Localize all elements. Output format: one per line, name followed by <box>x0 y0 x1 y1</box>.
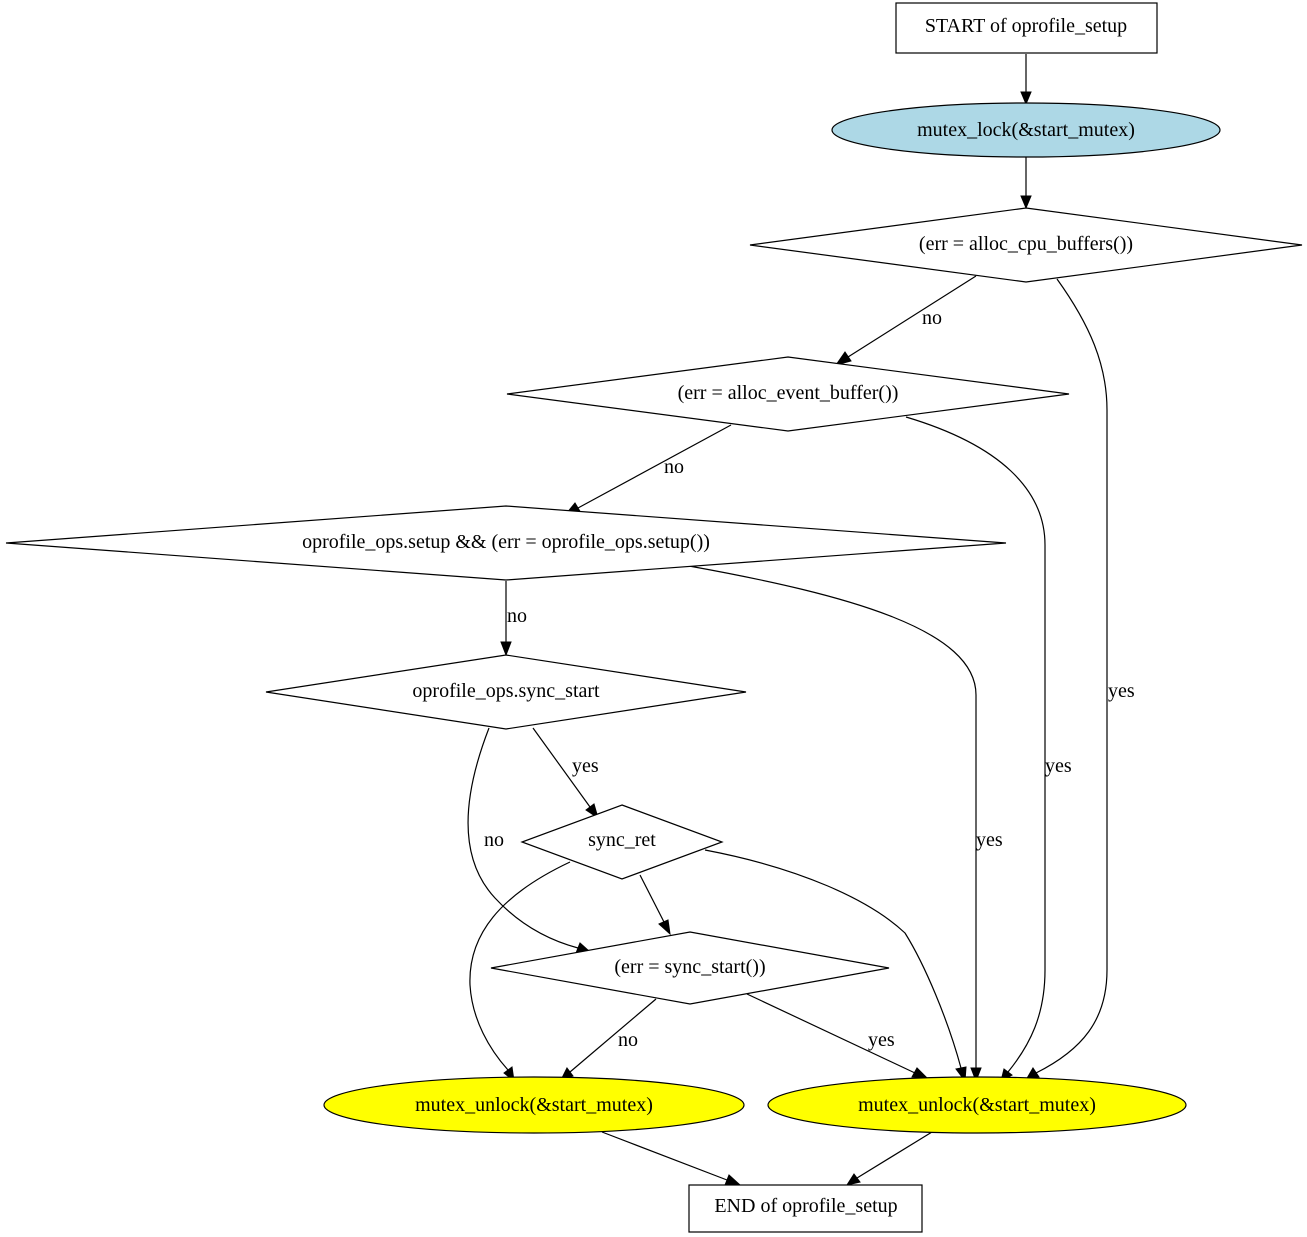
event-buffer-diamond <box>506 356 1070 432</box>
cpu-buffers-diamond <box>749 207 1303 283</box>
ops-setup-label: oprofile_ops.setup && (err = oprofile_op… <box>302 531 710 553</box>
sync-start-check-label: oprofile_ops.sync_start <box>412 680 600 702</box>
edge-unlockR-end <box>845 1131 933 1186</box>
edge-label-errsync-unlockR: yes <box>868 1029 895 1051</box>
edge-event-unlockR: yes <box>905 416 1072 1082</box>
edge-ops-unlockR: yes <box>688 565 1003 1083</box>
edge-start-lock <box>1020 54 1032 106</box>
node-event-buffer: (err = alloc_event_buffer()) <box>506 356 1070 432</box>
start-label: START of oprofile_setup <box>925 15 1127 37</box>
edge-ops-sync: no <box>500 581 527 657</box>
edge-label-ops-unlockR: yes <box>976 829 1003 851</box>
edge-label-sync-errsync: no <box>484 829 504 851</box>
err-sync-label: (err = sync_start()) <box>614 956 765 978</box>
ops-setup-diamond <box>5 505 1007 581</box>
node-err-sync: (err = sync_start()) <box>490 931 890 1005</box>
edge-unlockL-end <box>601 1131 742 1186</box>
edge-syncret-errsync <box>639 874 671 936</box>
edge-sync-syncret: yes <box>532 727 599 820</box>
edges: no yes no yes no yes <box>467 54 1135 1186</box>
edge-errsync-unlockL: no <box>560 998 657 1081</box>
edge-label-ops-sync: no <box>507 605 527 627</box>
node-sync-start-check: oprofile_ops.sync_start <box>265 654 747 730</box>
edge-event-ops: no <box>564 424 732 515</box>
node-ops-setup: oprofile_ops.setup && (err = oprofile_op… <box>5 505 1007 581</box>
node-end: END of oprofile_setup <box>688 1184 923 1233</box>
start-box <box>895 2 1158 54</box>
err-sync-diamond <box>490 931 890 1005</box>
nodes: START of oprofile_setup mutex_lock(&star… <box>5 2 1303 1233</box>
cpu-buffers-label: (err = alloc_cpu_buffers()) <box>919 233 1133 255</box>
node-start: START of oprofile_setup <box>895 2 1158 54</box>
lock-ellipse <box>831 102 1221 158</box>
lock-label: mutex_lock(&start_mutex) <box>917 119 1135 141</box>
event-buffer-label: (err = alloc_event_buffer()) <box>678 382 899 404</box>
node-sync-ret: sync_ret <box>520 804 724 880</box>
sync-start-check-diamond <box>265 654 747 730</box>
edge-label-sync-syncret: yes <box>572 755 599 777</box>
unlock-right-ellipse <box>767 1076 1187 1134</box>
node-unlock-right: mutex_unlock(&start_mutex) <box>767 1076 1187 1134</box>
edge-errsync-unlockR: yes <box>746 993 930 1080</box>
edge-lock-cpu <box>1020 157 1032 210</box>
end-label: END of oprofile_setup <box>714 1195 897 1217</box>
edge-label-cpu-event: no <box>922 307 942 329</box>
edge-label-cpu-unlockR: yes <box>1108 680 1135 702</box>
sync-ret-label: sync_ret <box>588 829 656 851</box>
node-cpu-buffers: (err = alloc_cpu_buffers()) <box>749 207 1303 283</box>
unlock-left-ellipse <box>323 1076 745 1134</box>
edge-label-errsync-unlockL: no <box>618 1029 638 1051</box>
edge-cpu-event: no <box>834 275 977 366</box>
sync-ret-diamond <box>520 804 724 880</box>
node-unlock-left: mutex_unlock(&start_mutex) <box>323 1076 745 1134</box>
edge-label-event-unlockR: yes <box>1045 755 1072 777</box>
edge-cpu-unlockR: yes <box>1024 278 1135 1081</box>
edge-label-event-ops: no <box>664 456 684 478</box>
end-box <box>688 1184 923 1233</box>
unlock-left-label: mutex_unlock(&start_mutex) <box>415 1094 653 1116</box>
node-lock: mutex_lock(&start_mutex) <box>831 102 1221 158</box>
unlock-right-label: mutex_unlock(&start_mutex) <box>858 1094 1096 1116</box>
